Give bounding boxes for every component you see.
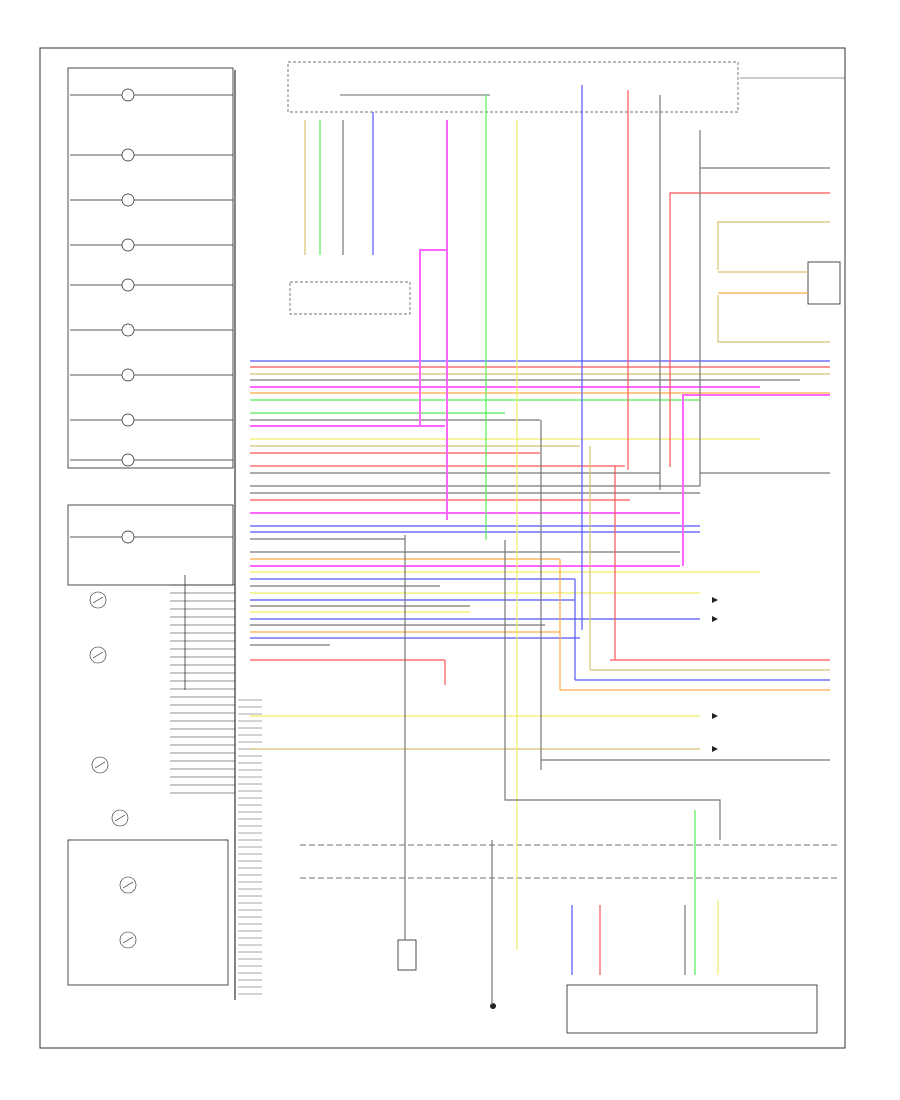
lamp-bulb-10: [121, 530, 135, 544]
lamp-bulb-8: [121, 413, 135, 427]
gauge-needle-4: [114, 814, 126, 822]
lamp-bulb-7: [121, 368, 135, 382]
gauge-needle-2: [92, 651, 104, 659]
cluster-block-upper: [67, 67, 234, 469]
wire-arrow-4: [712, 746, 718, 752]
lamp-bulb-2: [121, 148, 135, 162]
gauge-needle-1: [92, 596, 104, 604]
wire-routed-8: [717, 295, 830, 343]
wire-routed-1: [419, 249, 448, 520]
seat-belt-switch-box: [566, 984, 818, 1034]
connector-pin-marks: [170, 584, 262, 995]
wire-routed-2: [682, 394, 830, 513]
indicator-lamps: [70, 88, 233, 544]
power-distribution: [287, 61, 845, 1034]
gauge-needle-6: [122, 936, 134, 944]
gauge-needle-5: [122, 881, 134, 889]
wire-routed-4: [669, 192, 830, 467]
wire-arrow-1: [712, 597, 718, 603]
lamp-bulb-4: [121, 238, 135, 252]
wire-arrow-3: [712, 713, 718, 719]
diagram-frame: [39, 47, 846, 1049]
harness-wires: [250, 85, 830, 1005]
gauge-dial-3: [91, 756, 109, 774]
wire-arrow-2: [712, 616, 718, 622]
gauge-dial-6: [119, 931, 137, 949]
lamp-bulb-9: [121, 453, 135, 467]
instrument-cluster-column: [67, 67, 262, 1000]
gauge-dial-5: [119, 876, 137, 894]
fuse-box-outline: [287, 61, 739, 113]
wire-routed-14: [504, 540, 721, 840]
lamp-bulb-3: [121, 193, 135, 207]
ecm-outline: [289, 281, 411, 315]
oil-pressure-switch: [397, 939, 417, 971]
gauge-needle-3: [94, 761, 106, 769]
wire-routed-5: [717, 221, 830, 270]
gauge-symbols: [89, 591, 137, 949]
gauge-dial-1: [89, 591, 107, 609]
cluster-block-lower: [67, 839, 229, 986]
cluster-block-tachometer: [67, 504, 234, 586]
lamp-bulb-1: [121, 88, 135, 102]
lamp-bulb-5: [121, 278, 135, 292]
ground-point: [490, 1003, 496, 1009]
gauge-dial-2: [89, 646, 107, 664]
lamp-bulb-6: [121, 323, 135, 337]
gauge-dial-4: [111, 809, 129, 827]
wire-routed-13: [540, 420, 830, 761]
top-feed-wire: [699, 140, 830, 169]
speaker-connector: [807, 261, 841, 305]
